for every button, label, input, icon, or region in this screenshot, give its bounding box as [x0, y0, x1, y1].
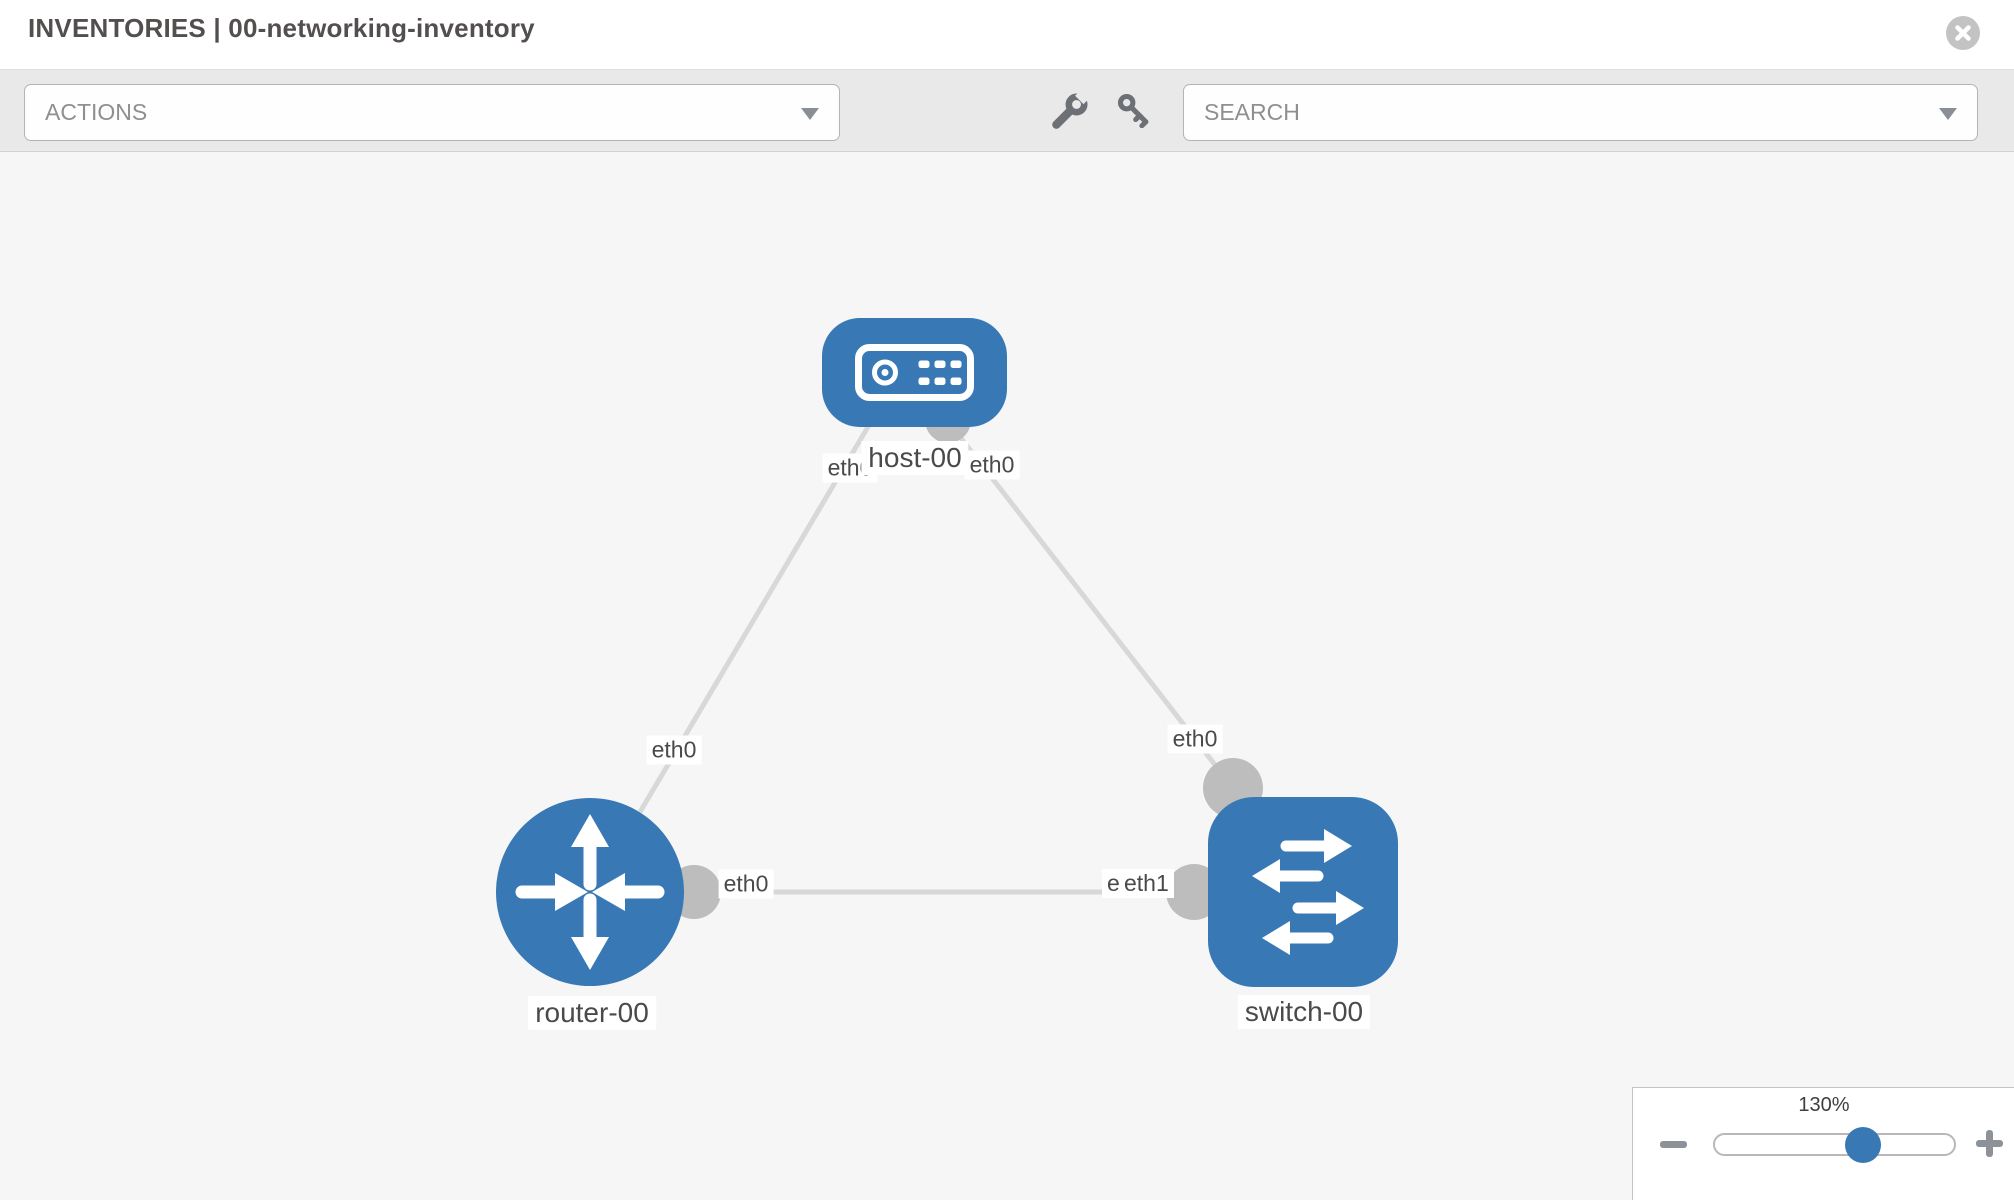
port-label: eth1 [1119, 869, 1174, 898]
router-icon [515, 814, 665, 970]
node-label-host: host-00 [861, 441, 969, 475]
wrench-icon [1052, 88, 1092, 129]
node-router-00[interactable] [496, 798, 684, 986]
caret-down-icon [1939, 108, 1957, 120]
zoom-slider-handle[interactable] [1845, 1127, 1881, 1163]
plus-icon [1975, 1129, 2003, 1157]
search-label: SEARCH [1204, 99, 1300, 125]
credentials-button[interactable] [1116, 92, 1154, 132]
node-switch-00[interactable] [1208, 797, 1398, 987]
node-host-00[interactable] [822, 318, 1007, 427]
page-title: INVENTORIES | 00-networking-inventory [28, 13, 535, 43]
search-dropdown[interactable]: SEARCH [1183, 84, 1978, 141]
zoom-in-button[interactable] [1970, 1124, 2008, 1162]
switch-icon [1252, 829, 1364, 955]
port-label: eth0 [646, 735, 702, 765]
toolbar: ACTIONS SEARCH [0, 70, 2014, 152]
close-button[interactable] [1946, 16, 1980, 50]
minus-icon [1659, 1140, 1687, 1148]
port-label: eth0 [964, 450, 1020, 480]
tools-button[interactable] [1051, 88, 1092, 132]
host-icon [855, 344, 974, 401]
caret-down-icon [801, 108, 819, 120]
zoom-slider-track[interactable] [1713, 1133, 1956, 1156]
zoom-panel: 130% [1632, 1087, 2014, 1200]
header: INVENTORIES | 00-networking-inventory [0, 0, 2014, 70]
actions-dropdown[interactable]: ACTIONS [24, 84, 840, 141]
zoom-out-button[interactable] [1654, 1125, 1692, 1163]
zoom-level: 130% [1798, 1094, 1850, 1116]
actions-label: ACTIONS [45, 99, 148, 125]
node-label-router: router-00 [528, 996, 656, 1030]
close-icon [1955, 25, 1971, 41]
node-label-switch: switch-00 [1237, 995, 1371, 1029]
key-icon [1117, 93, 1149, 129]
port-label: eth0 [718, 869, 774, 899]
port-label: eth0 [1167, 724, 1223, 754]
